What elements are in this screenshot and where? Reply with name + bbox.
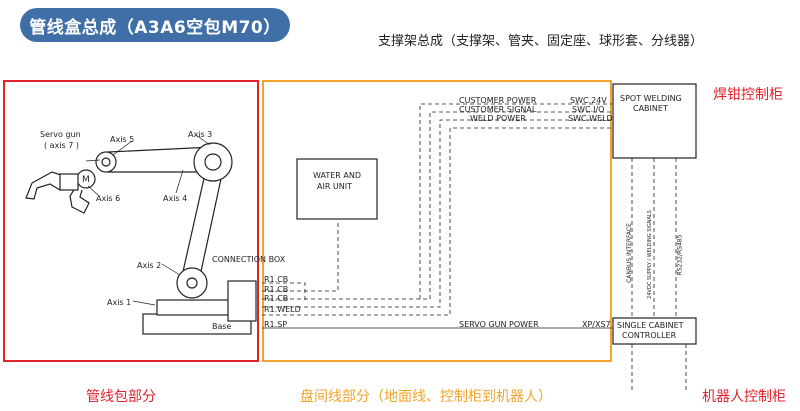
xp-xs7-label: XP/XS7 (582, 320, 611, 329)
connection-box-label: CONNECTION BOX (212, 255, 286, 264)
water-air-unit-box (296, 158, 378, 220)
base-label: Base (212, 322, 232, 331)
supply-label: 24VDC SUPPLY / WELDING SIGNALS (646, 210, 653, 299)
swc-24v-label: SWC.24V (570, 96, 607, 105)
servo-gun-power-label: SERVO GUN POWER (459, 320, 539, 329)
axis4-label: Axis 4 (163, 194, 188, 203)
spot-welding-label-1: SPOT WELDING (620, 94, 682, 103)
gripper-jaw-right (69, 184, 90, 214)
axis2-label: Axis 2 (137, 261, 162, 270)
connector-label: R1.SP (264, 320, 288, 329)
axis3-label: Axis 3 (188, 130, 213, 139)
servo-gun-label: Servo gun (40, 130, 81, 139)
spot-welding-cabinet-box (612, 83, 697, 159)
inter-cabinet-frame (262, 80, 612, 362)
axis5-label: Axis 5 (110, 135, 135, 144)
connector-label: R1.CB (264, 285, 289, 294)
water-air-label-2: AIR UNIT (317, 182, 353, 191)
customer-signal-label: CUSTOMER SIGNAL (459, 105, 537, 114)
welding-cabinet-caption: 焊钳控制柜 (713, 87, 783, 103)
subtitle: 支撑架总成（支撑架、管夹、固定座、球形套、分线器） (378, 34, 704, 49)
canbus-label: CANBUS INTERFACE (625, 223, 633, 283)
page-title: 管线盒总成（A3A6空包M70） (20, 8, 290, 42)
motor-label: M (82, 175, 90, 185)
hose-package-frame (3, 80, 259, 362)
gripper-body (59, 173, 79, 191)
swc-io-label: SWC.I/O (572, 105, 605, 114)
robot-cabinet-caption: 机器人控制柜 (702, 389, 786, 405)
connector-label: R1.WELD (264, 305, 301, 314)
gripper-jaw-left (25, 171, 77, 200)
axis7-label: ( axis 7 ) (44, 141, 79, 150)
axis6-label: Axis 6 (96, 194, 121, 203)
single-cabinet-label-2: CONTROLLER (622, 331, 677, 340)
rs-label: RS232/RS485 (676, 234, 684, 276)
connection-box (227, 280, 257, 322)
axis1-label: Axis 1 (107, 298, 132, 307)
connector-label: R1.CB (264, 294, 289, 303)
spot-welding-label-2: CABINET (633, 104, 668, 113)
weld-power-label: WELD POWER (470, 114, 526, 123)
robot-pedestal (156, 299, 240, 316)
inter-cabinet-caption: 盘间线部分（地面线、控制柜到机器人） (300, 389, 552, 405)
single-cabinet-label-1: SINGLE CABINET (617, 321, 684, 330)
customer-power-label: CUSTOMER POWER (459, 96, 537, 105)
hose-package-caption: 管线包部分 (86, 389, 156, 405)
single-cabinet-controller-box (612, 317, 697, 345)
connector-label: R1.CB (264, 275, 289, 284)
swc-weld-label: SWC.WELD (568, 114, 613, 123)
water-air-label-1: WATER AND (313, 171, 361, 180)
